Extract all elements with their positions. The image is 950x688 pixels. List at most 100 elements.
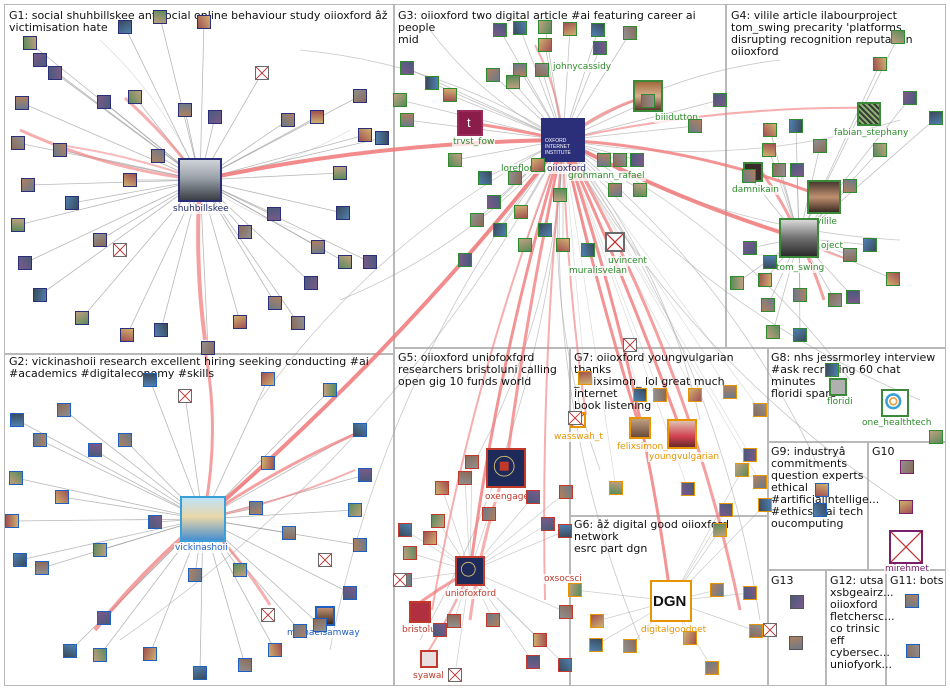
node-small[interactable] [478,171,492,185]
node-small[interactable] [825,363,839,377]
node-small[interactable] [789,636,803,650]
node-small[interactable] [533,633,547,647]
node-small[interactable] [21,178,35,192]
node-small[interactable] [578,371,592,385]
node-small[interactable] [353,89,367,103]
node-small[interactable] [393,93,407,107]
node-small[interactable] [233,563,247,577]
node-uniofoxford[interactable] [455,556,485,586]
node-small[interactable] [903,91,917,105]
node-small[interactable] [153,10,167,24]
node-small[interactable] [88,443,102,457]
node-small[interactable] [93,233,107,247]
node-small[interactable] [929,111,943,125]
node-small[interactable] [873,57,887,71]
node-small[interactable] [423,531,437,545]
node-small[interactable] [758,498,772,512]
node-small[interactable] [813,139,827,153]
node-small[interactable] [719,503,733,517]
node-small[interactable] [513,63,527,77]
node-small[interactable] [873,143,887,157]
node-small[interactable] [363,255,377,269]
node-small[interactable] [400,113,414,127]
node-small[interactable] [613,153,627,167]
node-small[interactable] [448,153,462,167]
node-small[interactable] [193,666,207,680]
node-small[interactable] [188,568,202,582]
node-small[interactable] [11,218,25,232]
node-small[interactable] [55,490,69,504]
node-small[interactable] [641,94,655,108]
node-small[interactable] [465,455,479,469]
node-small[interactable] [526,655,540,669]
node-small[interactable] [742,169,756,183]
node-small[interactable] [9,471,23,485]
node-small[interactable] [749,624,763,638]
node-small[interactable] [48,66,62,80]
node-small[interactable] [891,30,905,44]
node-small[interactable] [425,76,439,90]
node-small[interactable] [151,149,165,163]
node-syawal[interactable] [420,650,438,668]
node-small[interactable] [343,586,357,600]
node-small[interactable] [514,205,528,219]
node-small[interactable] [906,644,920,658]
node-small[interactable] [458,253,472,267]
node-small[interactable] [758,273,772,287]
node-small[interactable] [238,658,252,672]
node-small[interactable] [261,372,275,386]
node-small[interactable] [623,26,637,40]
node-small[interactable] [929,430,943,444]
node-small[interactable] [789,119,803,133]
node-small[interactable] [710,583,724,597]
node-small[interactable] [688,388,702,402]
node-small[interactable] [493,223,507,237]
node-small[interactable] [353,538,367,552]
node-small[interactable] [11,136,25,150]
node-shuhbillskee[interactable] [178,158,222,202]
node-small[interactable] [846,290,860,304]
node-small[interactable] [282,526,296,540]
node-small[interactable] [559,485,573,499]
node-small[interactable] [313,618,327,632]
node-small[interactable] [793,328,807,342]
node-small[interactable] [338,255,352,269]
node-small[interactable] [541,517,555,531]
node-digitalgoodnet[interactable]: DGN [650,580,692,622]
node-small[interactable] [538,20,552,34]
node-small[interactable] [608,183,622,197]
node-small[interactable] [353,423,367,437]
node-small[interactable] [33,53,47,67]
node-small[interactable] [743,586,757,600]
node-small[interactable] [443,88,457,102]
node-small[interactable] [268,643,282,657]
node-small[interactable] [593,41,607,55]
node-small[interactable] [348,503,362,517]
node-small[interactable] [723,385,737,399]
node-trvst-fow[interactable]: t [457,110,483,136]
node-small[interactable] [815,483,829,497]
node-small[interactable] [761,298,775,312]
node-small[interactable] [743,241,757,255]
node-small[interactable] [559,605,573,619]
node-small[interactable] [688,119,702,133]
node-small[interactable] [154,323,168,337]
node-placeholder[interactable] [178,389,192,403]
node-small[interactable] [487,195,501,209]
node-placeholder[interactable] [318,553,332,567]
node-small[interactable] [433,623,447,637]
node-oiioxford[interactable]: OXFORD INTERNET INSTITUTE [541,118,585,162]
node-small[interactable] [886,272,900,286]
node-small[interactable] [828,293,842,307]
node-small[interactable] [790,595,804,609]
node-small[interactable] [905,594,919,608]
node-small[interactable] [863,238,877,252]
node-small[interactable] [267,207,281,221]
node-small[interactable] [633,388,647,402]
node-small[interactable] [458,471,472,485]
node-small[interactable] [143,647,157,661]
node-small[interactable] [53,143,67,157]
node-small[interactable] [581,243,595,257]
node-small[interactable] [763,255,777,269]
node-small[interactable] [358,128,372,142]
